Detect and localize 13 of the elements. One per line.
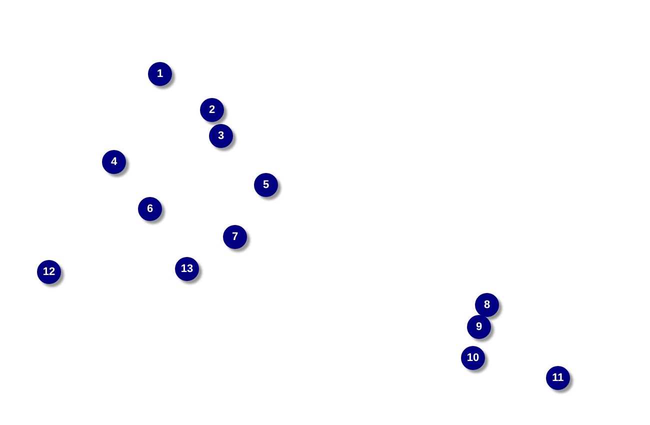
numbered-marker: 7	[223, 225, 247, 249]
numbered-marker: 4	[102, 150, 126, 174]
numbered-marker: 11	[546, 366, 570, 390]
numbered-marker: 2	[200, 98, 224, 122]
numbered-marker: 12	[37, 260, 61, 284]
numbered-marker: 5	[254, 173, 278, 197]
numbered-marker: 9	[467, 315, 491, 339]
numbered-marker: 3	[209, 124, 233, 148]
numbered-marker: 8	[475, 293, 499, 317]
numbered-marker: 13	[175, 257, 199, 281]
numbered-marker: 1	[148, 62, 172, 86]
numbered-marker: 6	[138, 197, 162, 221]
numbered-marker: 10	[461, 346, 485, 370]
